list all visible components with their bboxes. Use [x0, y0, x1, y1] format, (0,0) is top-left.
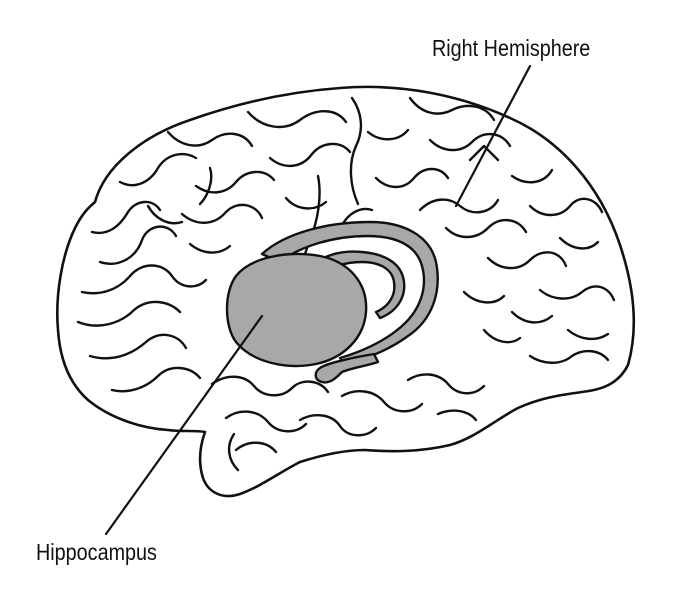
label-right-hemisphere: Right Hemisphere	[432, 35, 591, 61]
hippocampus-body	[225, 252, 368, 368]
fornix-inner	[310, 250, 406, 320]
right-hemisphere-leader	[454, 64, 532, 208]
hippocampus-region	[225, 220, 439, 384]
hippocampus-tail	[314, 352, 380, 384]
label-hippocampus: Hippocampus	[36, 539, 157, 565]
hippocampus-leader	[104, 314, 264, 536]
